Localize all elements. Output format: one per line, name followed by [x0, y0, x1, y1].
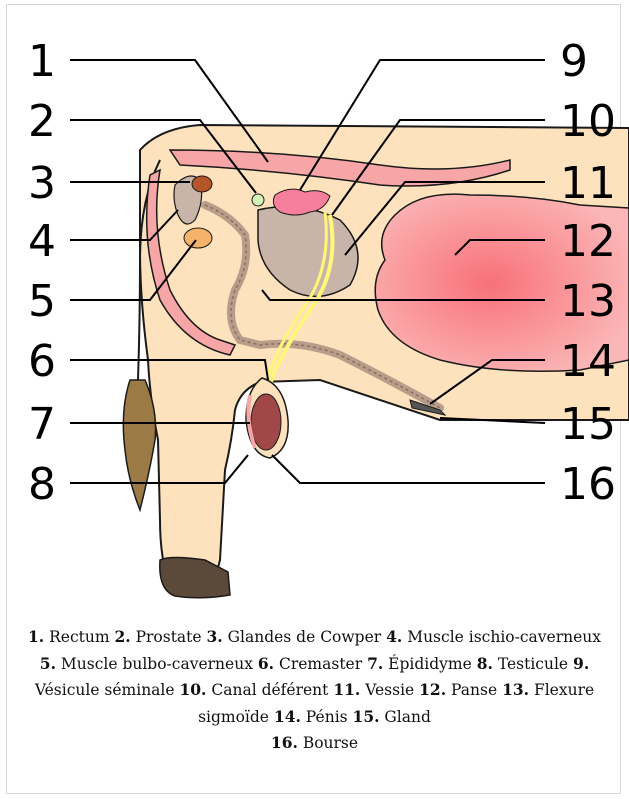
- caption-text-1: Rectum: [44, 628, 114, 646]
- caption-num-1: 1.: [28, 627, 44, 646]
- caption-num-7: 7.: [367, 654, 383, 673]
- cowper-glands: [192, 176, 212, 192]
- label-4: 4: [28, 216, 56, 267]
- label-8: 8: [28, 459, 56, 510]
- caption-num-10: 10.: [179, 680, 206, 699]
- caption-text-3: Glandes de Cowper: [223, 628, 386, 646]
- label-5: 5: [28, 276, 56, 327]
- caption-num-12: 12.: [419, 680, 446, 699]
- caption-num-4: 4.: [386, 627, 402, 646]
- caption-text-7: Épididyme: [383, 655, 476, 673]
- label-7: 7: [28, 399, 56, 450]
- caption-text-14: Pénis: [301, 708, 353, 726]
- caption-text-9: Vésicule séminale: [35, 681, 180, 699]
- label-13: 13: [560, 276, 616, 327]
- caption-num-2: 2.: [114, 627, 130, 646]
- label-15: 15: [560, 399, 616, 450]
- caption-text-11: Vessie: [360, 681, 419, 699]
- caption-text-2: Prostate: [131, 628, 207, 646]
- label-3: 3: [28, 158, 56, 209]
- caption-num-11: 11.: [333, 680, 360, 699]
- caption-text-12: Panse: [446, 681, 502, 699]
- label-1: 1: [28, 36, 56, 87]
- label-6: 6: [28, 336, 56, 387]
- label-2: 2: [28, 96, 56, 147]
- caption-text-4: Muscle ischio-caverneux: [402, 628, 601, 646]
- label-14: 14: [560, 336, 616, 387]
- label-11: 11: [560, 158, 616, 209]
- caption-num-6: 6.: [258, 654, 274, 673]
- caption-num-8: 8.: [477, 654, 493, 673]
- caption-text-16: Bourse: [298, 734, 358, 752]
- caption-num-15: 15.: [353, 707, 380, 726]
- caption-num-13: 13.: [502, 680, 529, 699]
- caption-text-15: Gland: [380, 708, 431, 726]
- label-12: 12: [560, 216, 616, 267]
- leader-16: [272, 455, 545, 483]
- bull-anatomy-diagram: 1 2 3 4 5 6 7 8 9 10 11 12 13 14 15 16: [0, 0, 629, 620]
- caption-num-14: 14.: [274, 707, 301, 726]
- caption-num-5: 5.: [40, 654, 56, 673]
- label-10: 10: [560, 96, 616, 147]
- prostate: [252, 194, 264, 206]
- caption-text-8: Testicule: [493, 655, 573, 673]
- label-9: 9: [560, 36, 588, 87]
- testicle: [251, 394, 281, 450]
- caption-text-5: Muscle bulbo-caverneux: [56, 655, 258, 673]
- bulbospongiosus: [184, 228, 212, 248]
- figure-caption: 1. Rectum 2. Prostate 3. Glandes de Cowp…: [20, 624, 609, 757]
- caption-text-10: Canal déférent: [206, 681, 333, 699]
- caption-text-6: Cremaster: [274, 655, 367, 673]
- caption-num-3: 3.: [207, 627, 223, 646]
- caption-num-16: 16.: [271, 733, 298, 752]
- label-16: 16: [560, 459, 616, 510]
- tail-switch: [123, 380, 155, 510]
- caption-num-9: 9.: [573, 654, 589, 673]
